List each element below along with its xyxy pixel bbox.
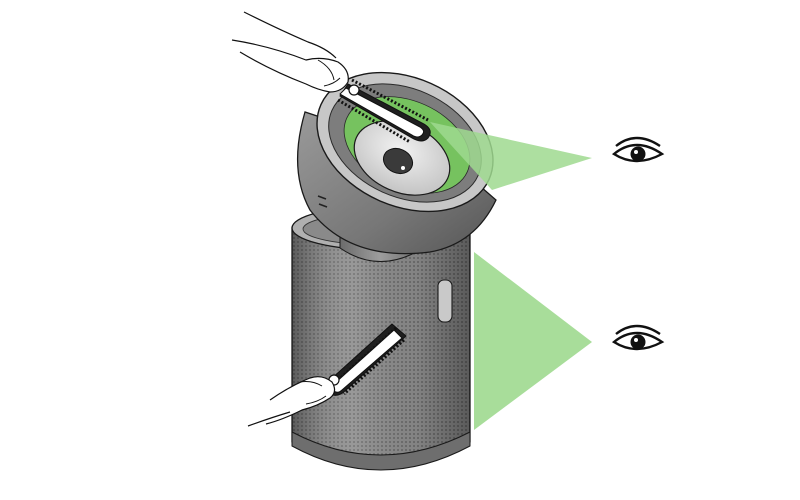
- side-control-slot: [437, 279, 453, 323]
- upper-hand-with-brush: [231, 11, 431, 144]
- upper-view-cone: [430, 122, 592, 190]
- lower-view-cone: [474, 252, 592, 430]
- hand-icon: [247, 376, 336, 427]
- brush-tool-icon: [337, 78, 431, 144]
- lower-hand-with-brush: [247, 323, 407, 427]
- eye-icon: [611, 324, 665, 351]
- eye-icon: [611, 136, 665, 163]
- hand-icon: [231, 11, 349, 93]
